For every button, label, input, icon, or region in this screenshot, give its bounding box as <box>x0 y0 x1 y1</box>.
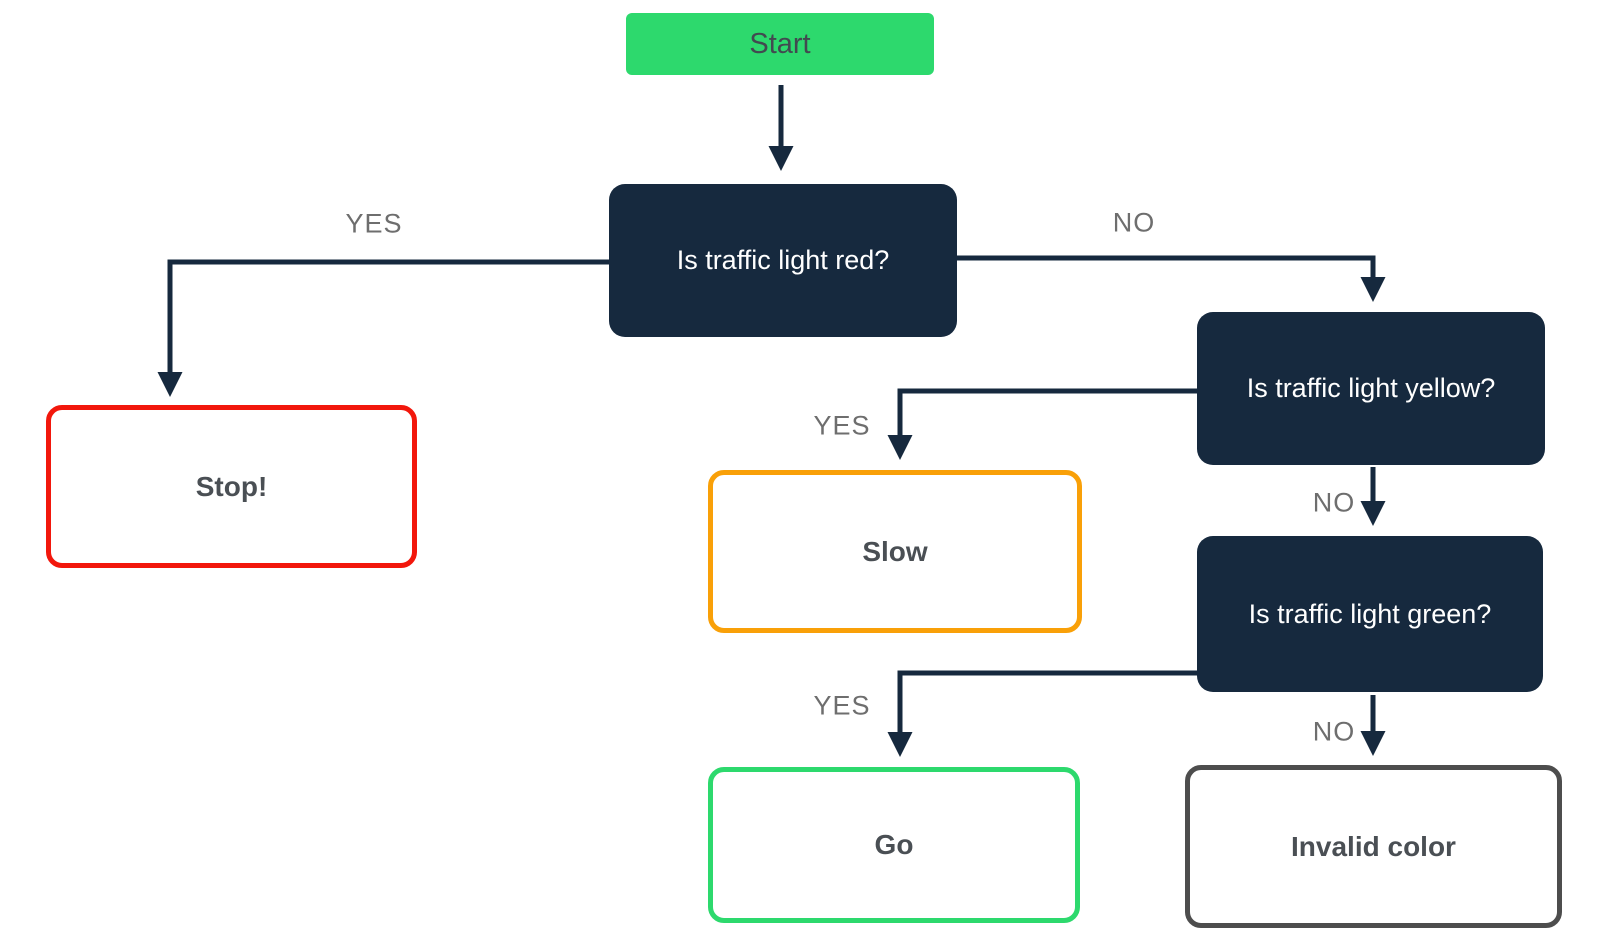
edge-label-red-yes: YES <box>345 208 403 239</box>
node-question-green: Is traffic light green? <box>1197 536 1543 692</box>
edge-label-red-no: NO <box>1112 207 1156 238</box>
edge-label-yellow-yes: YES <box>813 410 871 441</box>
edge-label-green-no: NO <box>1312 716 1356 747</box>
node-invalid-color-label: Invalid color <box>1291 830 1456 862</box>
node-go-label: Go <box>874 829 914 860</box>
node-stop: Stop! <box>46 405 417 568</box>
node-question-green-label: Is traffic light green? <box>1248 598 1492 629</box>
node-start-label: Start <box>749 27 811 60</box>
node-question-yellow-label: Is traffic light yellow? <box>1246 373 1496 403</box>
node-question-red: Is traffic light red? <box>609 184 957 337</box>
node-question-yellow: Is traffic light yellow? <box>1197 312 1545 465</box>
node-question-red-label: Is traffic light red? <box>676 245 890 275</box>
edge-label-green-yes: YES <box>813 690 871 721</box>
node-stop-label: Stop! <box>195 470 268 502</box>
node-slow-label: Slow <box>862 535 928 567</box>
node-go: Go <box>708 767 1080 923</box>
connector-red-no-to-yellow <box>957 255 1386 302</box>
node-start: Start <box>626 13 934 75</box>
connector-red-yes-to-stop <box>157 259 609 397</box>
node-invalid-color: Invalid color <box>1185 765 1562 928</box>
connector-yellow-yes-to-slow <box>887 388 1197 460</box>
edge-label-yellow-no: NO <box>1312 487 1356 518</box>
connector-green-yes-to-go <box>887 670 1197 757</box>
node-slow: Slow <box>708 470 1082 633</box>
